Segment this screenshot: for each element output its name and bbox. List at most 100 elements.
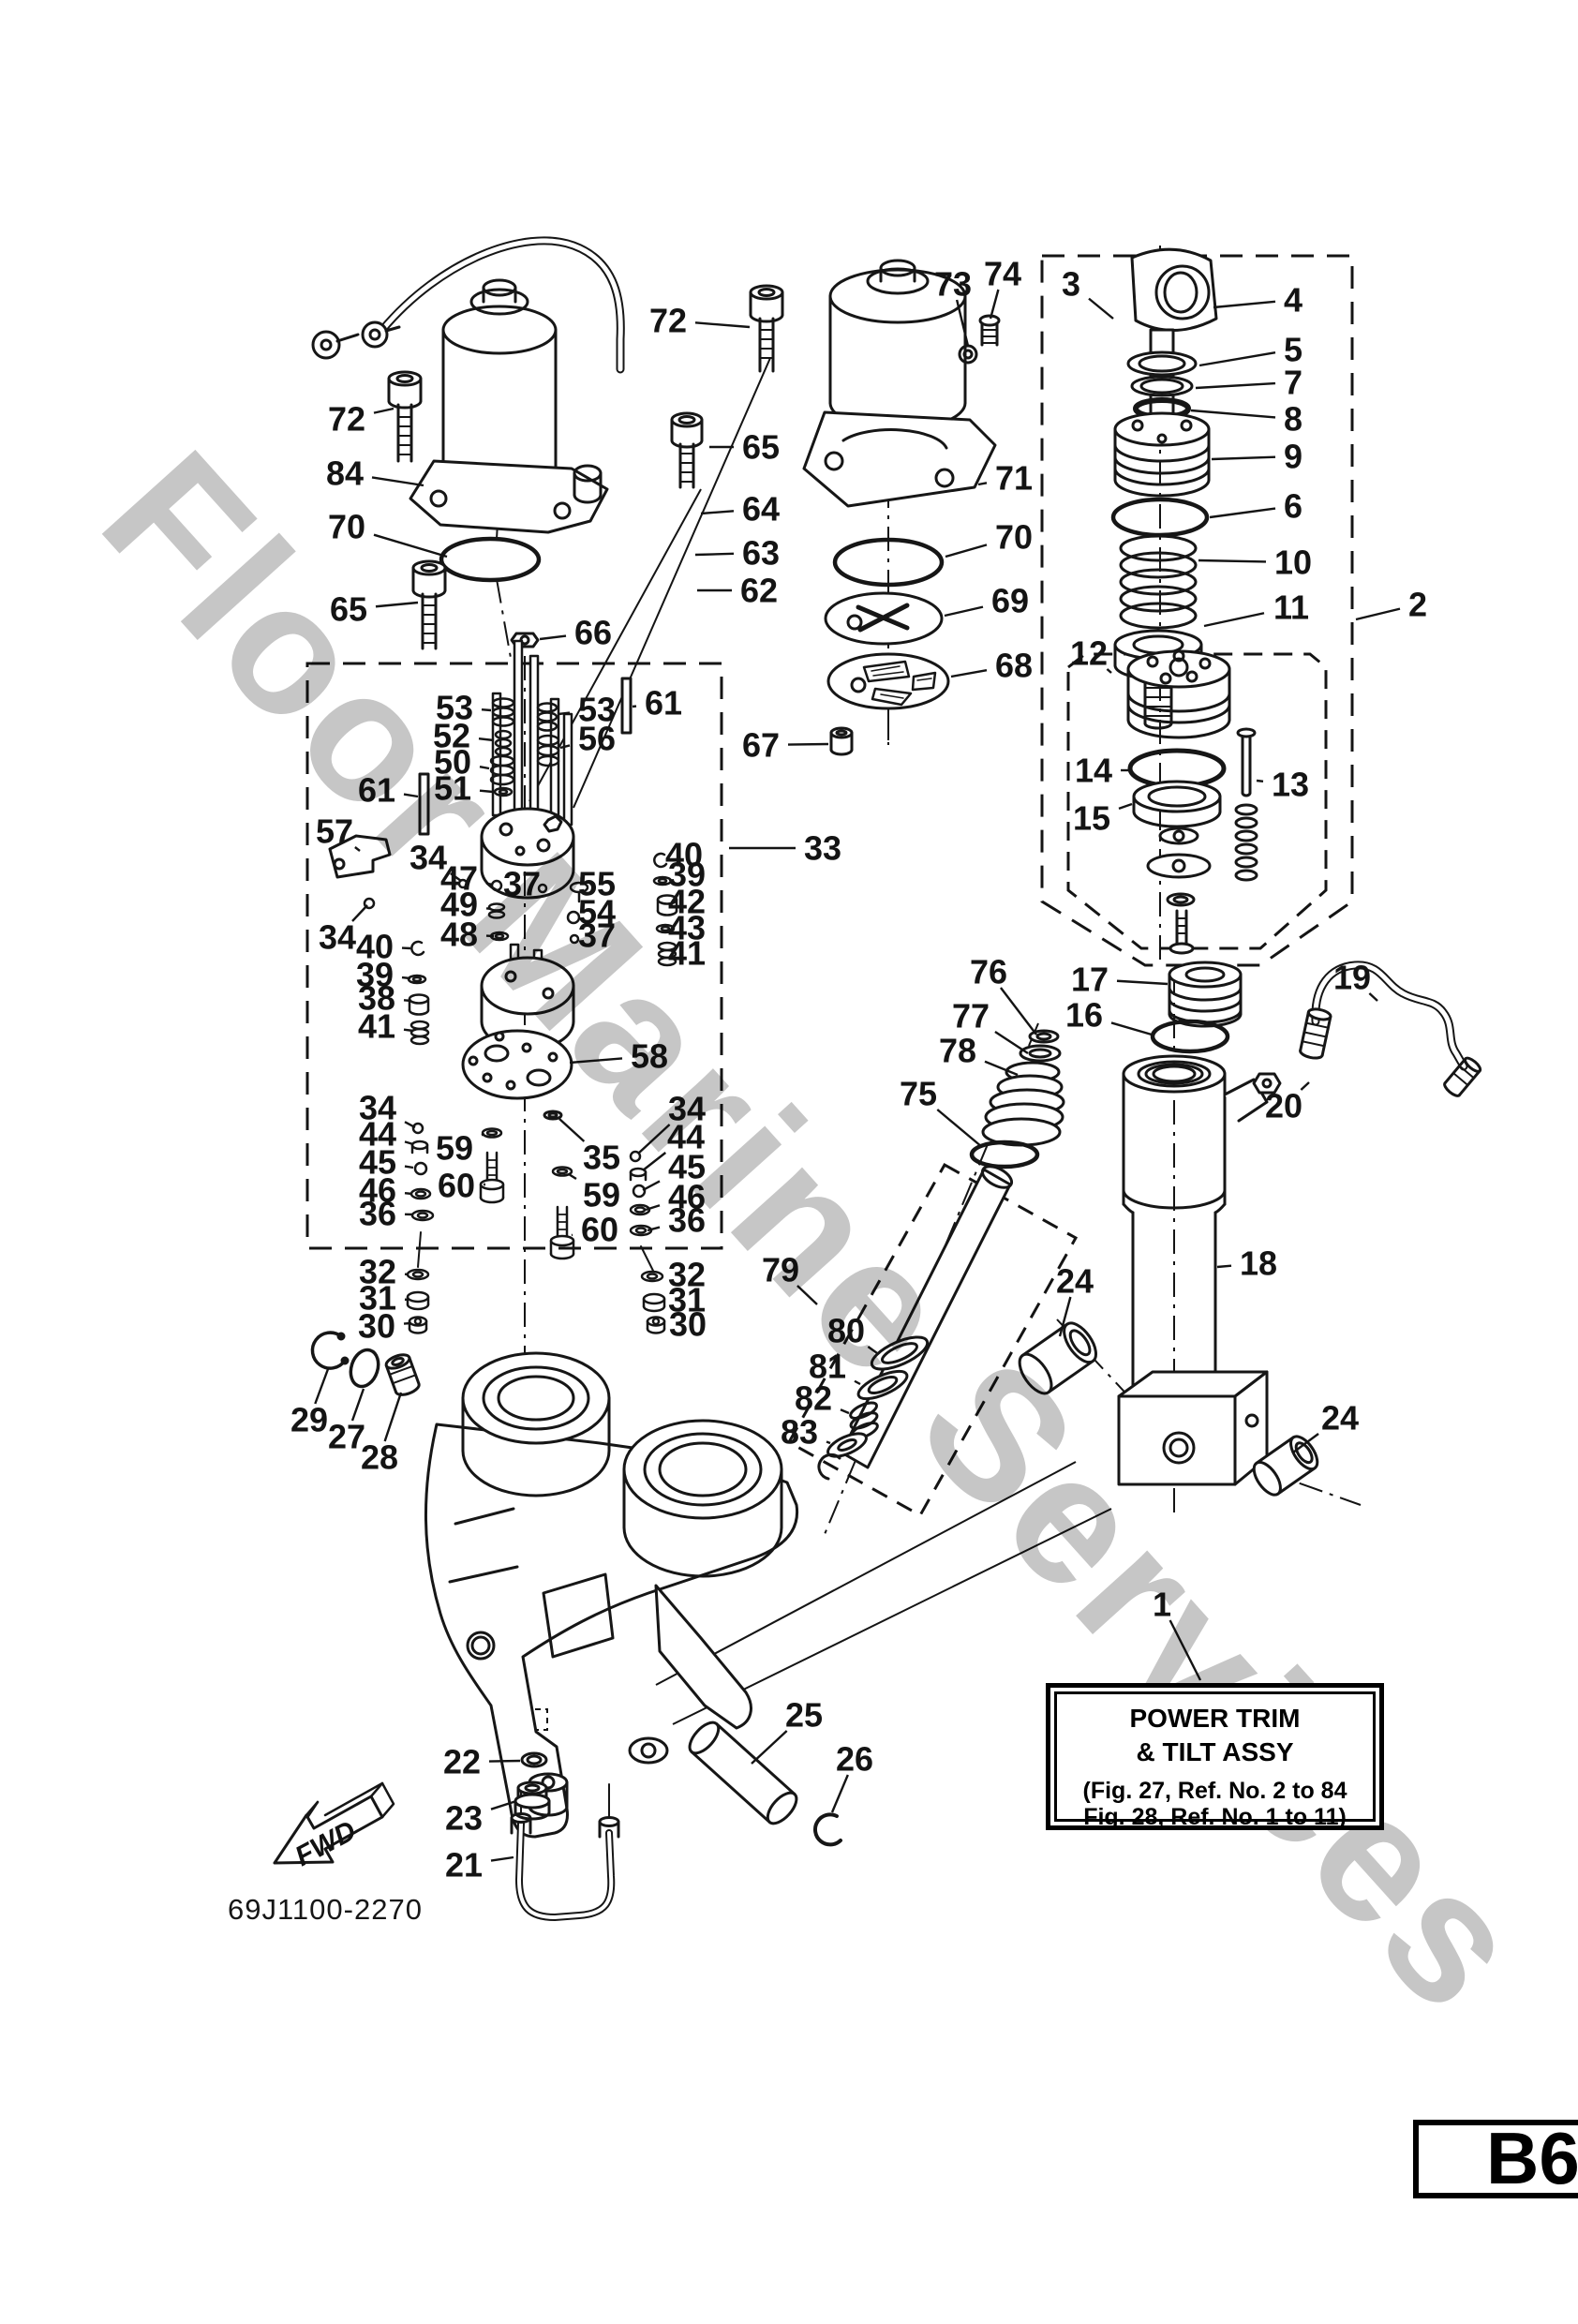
leader-line-12 xyxy=(1106,668,1112,674)
callout-83: 83 xyxy=(781,1413,818,1452)
callout-70: 70 xyxy=(328,508,365,546)
leader-line-34 xyxy=(404,1121,416,1129)
callout-12: 12 xyxy=(1070,634,1108,673)
callout-33: 33 xyxy=(804,829,841,868)
leader-line-24 xyxy=(1058,1296,1072,1337)
leader-line-84 xyxy=(371,476,424,487)
callout-6: 6 xyxy=(1284,487,1303,526)
bushing-24 xyxy=(1018,1321,1097,1395)
leader-line-53 xyxy=(481,708,492,712)
leader-line-44 xyxy=(642,1152,667,1171)
callout-40: 40 xyxy=(356,928,394,966)
callout-45: 45 xyxy=(359,1143,396,1182)
small-ring xyxy=(1166,892,1196,907)
leader-line-17 xyxy=(1116,979,1169,986)
hose-fitting xyxy=(598,1783,620,1839)
leader-line-57 xyxy=(354,846,361,852)
leader-line-59 xyxy=(568,1172,577,1181)
leader-line-24 xyxy=(1292,1433,1319,1453)
callout-14: 14 xyxy=(1075,752,1112,790)
free-piston-assembly xyxy=(1126,649,1258,955)
dowel-pin-61 xyxy=(620,677,633,735)
leader-line-30 xyxy=(403,1321,411,1325)
callout-29: 29 xyxy=(290,1401,328,1439)
leader-line-52 xyxy=(478,737,495,742)
callout-50: 50 xyxy=(434,743,471,782)
motor-wire-harness xyxy=(378,236,625,374)
callout-18: 18 xyxy=(1240,1244,1277,1283)
callout-34: 34 xyxy=(409,839,447,877)
plug-67 xyxy=(829,726,854,756)
callout-84: 84 xyxy=(326,454,364,493)
callout-27: 27 xyxy=(328,1418,365,1456)
leader-line-63 xyxy=(694,552,735,557)
leader-line-82 xyxy=(840,1408,850,1415)
leader-line-10 xyxy=(1198,559,1267,563)
callout-37: 37 xyxy=(578,916,616,955)
bolt xyxy=(749,284,784,373)
callout-5: 5 xyxy=(1284,331,1303,369)
rod-seal-80 xyxy=(870,1335,930,1371)
callout-57: 57 xyxy=(316,812,353,851)
callout-32: 32 xyxy=(668,1256,706,1294)
callout-40: 40 xyxy=(665,836,703,874)
power-trim-info-box: POWER TRIM & TILT ASSY (Fig. 27, Ref. No… xyxy=(1046,1683,1384,1830)
callout-34: 34 xyxy=(668,1090,706,1128)
leader-line-36 xyxy=(647,1226,661,1232)
leader-line-79 xyxy=(796,1285,818,1305)
callout-72: 72 xyxy=(328,400,365,439)
leader-line-56 xyxy=(559,744,571,750)
bushing-24 xyxy=(1252,1435,1319,1497)
callout-71: 71 xyxy=(995,459,1033,498)
leader-line-47 xyxy=(485,882,494,886)
callout-34: 34 xyxy=(359,1089,396,1127)
pipe-fitting xyxy=(1443,1056,1482,1097)
leader-line-72 xyxy=(694,321,751,329)
shuttle-parts-left xyxy=(409,1122,435,1222)
filter-screen-plate xyxy=(826,652,950,710)
callout-30: 30 xyxy=(358,1307,395,1346)
leader-line-64 xyxy=(700,510,735,515)
leader-line-67 xyxy=(787,742,829,746)
callout-46: 46 xyxy=(359,1171,396,1210)
leader-line-46 xyxy=(404,1191,413,1196)
page-code: B6 xyxy=(1486,2117,1578,2199)
callout-19: 19 xyxy=(1333,959,1371,997)
trim-cylinder xyxy=(1117,1054,1269,1486)
callout-81: 81 xyxy=(809,1348,846,1386)
callout-24: 24 xyxy=(1056,1262,1094,1301)
leader-line-61 xyxy=(403,793,419,798)
leader-line-34 xyxy=(450,872,462,882)
leader-line-69 xyxy=(944,605,984,618)
shuttle-parts-right xyxy=(629,1150,653,1237)
callout-41: 41 xyxy=(358,1007,395,1046)
leader-line-18 xyxy=(1216,1264,1232,1269)
leader-line-70 xyxy=(945,544,988,559)
leader-line-15 xyxy=(1118,802,1133,811)
leader-line-8 xyxy=(1190,409,1276,419)
callout-80: 80 xyxy=(827,1312,865,1350)
leader-line-51 xyxy=(479,789,494,794)
callout-25: 25 xyxy=(785,1696,823,1735)
callout-46: 46 xyxy=(668,1178,706,1216)
page-code-box: B6 xyxy=(1413,2120,1578,2198)
relief-valve-right xyxy=(652,852,678,967)
end-screw-o-ring xyxy=(1150,1019,1230,1054)
leader-line-75 xyxy=(936,1109,983,1148)
leader-line-22 xyxy=(488,1759,521,1763)
callout-41: 41 xyxy=(668,934,706,973)
callout-76: 76 xyxy=(970,953,1007,991)
callout-48: 48 xyxy=(440,916,478,954)
callout-16: 16 xyxy=(1065,996,1103,1035)
power-trim-info-inner: POWER TRIM & TILT ASSY (Fig. 27, Ref. No… xyxy=(1054,1691,1376,1830)
callout-17: 17 xyxy=(1071,961,1109,999)
callout-59: 59 xyxy=(436,1129,473,1168)
piston-seal-kit-box xyxy=(786,1162,1079,1518)
leader-line-78 xyxy=(984,1060,1019,1077)
check-valve-parts xyxy=(363,878,589,945)
pipe-fitting xyxy=(1299,1007,1332,1060)
callout-52: 52 xyxy=(433,717,470,755)
motor-base-plate xyxy=(409,459,609,534)
circlip-29 xyxy=(310,1331,350,1370)
